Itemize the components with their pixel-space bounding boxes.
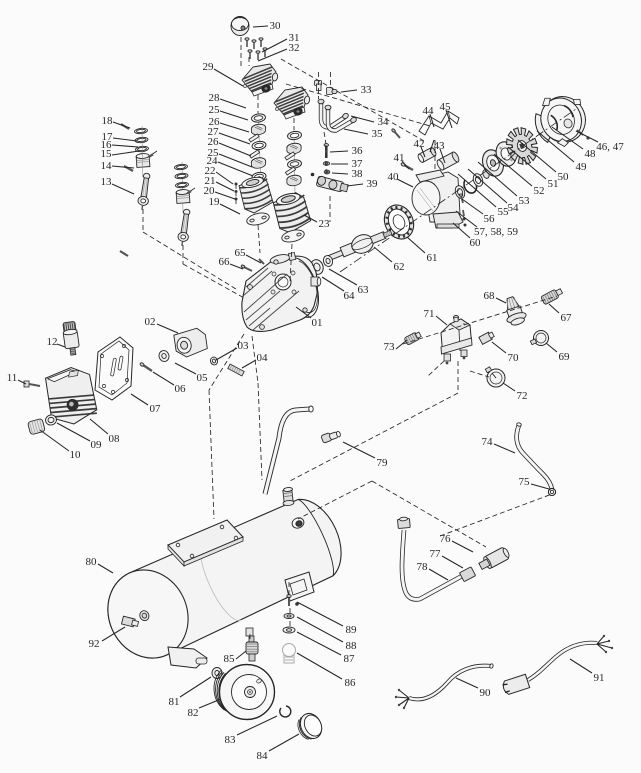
svg-text:50: 50: [558, 171, 570, 183]
svg-text:48: 48: [585, 148, 597, 160]
svg-text:09: 09: [91, 439, 103, 451]
svg-text:53: 53: [519, 195, 531, 207]
svg-text:89: 89: [346, 624, 358, 636]
svg-text:25: 25: [208, 147, 220, 159]
svg-text:07: 07: [150, 403, 162, 415]
svg-text:08: 08: [109, 433, 121, 445]
svg-text:65: 65: [235, 247, 247, 259]
svg-text:25: 25: [209, 104, 221, 116]
svg-text:32: 32: [289, 42, 300, 54]
svg-text:43: 43: [434, 140, 446, 152]
svg-text:34: 34: [378, 116, 390, 128]
svg-text:17: 17: [102, 131, 114, 143]
svg-text:41: 41: [394, 152, 405, 164]
svg-text:26: 26: [208, 136, 220, 148]
svg-text:38: 38: [352, 168, 364, 180]
svg-text:12: 12: [47, 336, 58, 348]
svg-text:70: 70: [508, 352, 520, 364]
svg-text:83: 83: [225, 734, 237, 746]
svg-text:14: 14: [101, 160, 113, 172]
svg-text:77: 77: [430, 548, 442, 560]
svg-text:68: 68: [484, 290, 496, 302]
svg-text:13: 13: [101, 176, 113, 188]
svg-text:39: 39: [367, 178, 379, 190]
svg-text:90: 90: [480, 687, 492, 699]
svg-text:86: 86: [345, 677, 357, 689]
svg-text:63: 63: [358, 284, 370, 296]
svg-text:29: 29: [203, 61, 215, 73]
svg-text:37: 37: [352, 158, 364, 170]
svg-text:64: 64: [344, 290, 356, 302]
svg-text:74: 74: [482, 436, 494, 448]
svg-text:11: 11: [7, 372, 18, 384]
svg-text:56: 56: [484, 213, 496, 225]
svg-text:84: 84: [257, 750, 269, 762]
svg-text:30: 30: [270, 20, 282, 32]
svg-text:18: 18: [102, 115, 114, 127]
svg-text:31: 31: [289, 32, 300, 44]
svg-text:20: 20: [204, 185, 216, 197]
svg-text:27: 27: [208, 126, 220, 138]
svg-text:15: 15: [101, 148, 113, 160]
svg-text:04: 04: [257, 352, 269, 364]
svg-text:60: 60: [470, 237, 482, 249]
svg-text:36: 36: [352, 145, 364, 157]
svg-text:26: 26: [209, 116, 221, 128]
svg-text:87: 87: [344, 653, 356, 665]
svg-text:40: 40: [388, 171, 400, 183]
svg-text:05: 05: [197, 372, 209, 384]
svg-text:51: 51: [548, 178, 559, 190]
svg-text:03: 03: [238, 340, 250, 352]
svg-text:22: 22: [205, 165, 216, 177]
svg-text:06: 06: [175, 383, 187, 395]
svg-text:62: 62: [394, 261, 405, 273]
svg-text:21: 21: [205, 175, 216, 187]
svg-text:78: 78: [417, 561, 429, 573]
svg-text:66: 66: [219, 256, 231, 268]
svg-text:02: 02: [145, 316, 156, 328]
svg-text:67: 67: [561, 312, 573, 324]
svg-text:69: 69: [559, 351, 571, 363]
svg-text:19: 19: [209, 196, 221, 208]
svg-text:01: 01: [312, 317, 323, 329]
svg-text:88: 88: [346, 640, 358, 652]
svg-text:71: 71: [424, 308, 435, 320]
svg-text:92: 92: [89, 638, 100, 650]
svg-text:73: 73: [384, 341, 396, 353]
svg-text:91: 91: [594, 672, 605, 684]
svg-text:46, 47: 46, 47: [596, 141, 624, 153]
svg-text:76: 76: [440, 533, 452, 545]
svg-text:52: 52: [534, 185, 545, 197]
svg-text:75: 75: [519, 476, 531, 488]
svg-text:44: 44: [423, 105, 435, 117]
svg-text:54: 54: [508, 202, 520, 214]
svg-text:35: 35: [372, 128, 384, 140]
svg-text:42: 42: [414, 138, 425, 150]
svg-text:82: 82: [188, 707, 199, 719]
svg-text:33: 33: [361, 84, 373, 96]
svg-text:72: 72: [517, 390, 528, 402]
svg-text:80: 80: [86, 556, 98, 568]
svg-text:45: 45: [440, 101, 452, 113]
svg-text:49: 49: [576, 161, 588, 173]
svg-text:85: 85: [224, 653, 236, 665]
svg-text:61: 61: [427, 252, 438, 264]
svg-text:10: 10: [70, 449, 82, 461]
svg-text:79: 79: [377, 457, 389, 469]
svg-text:57, 58, 59: 57, 58, 59: [474, 226, 519, 238]
svg-text:24: 24: [207, 155, 219, 167]
svg-text:28: 28: [209, 92, 221, 104]
svg-text:16: 16: [101, 139, 113, 151]
svg-text:55: 55: [498, 206, 510, 218]
svg-text:23: 23: [319, 218, 331, 230]
svg-text:81: 81: [169, 696, 180, 708]
